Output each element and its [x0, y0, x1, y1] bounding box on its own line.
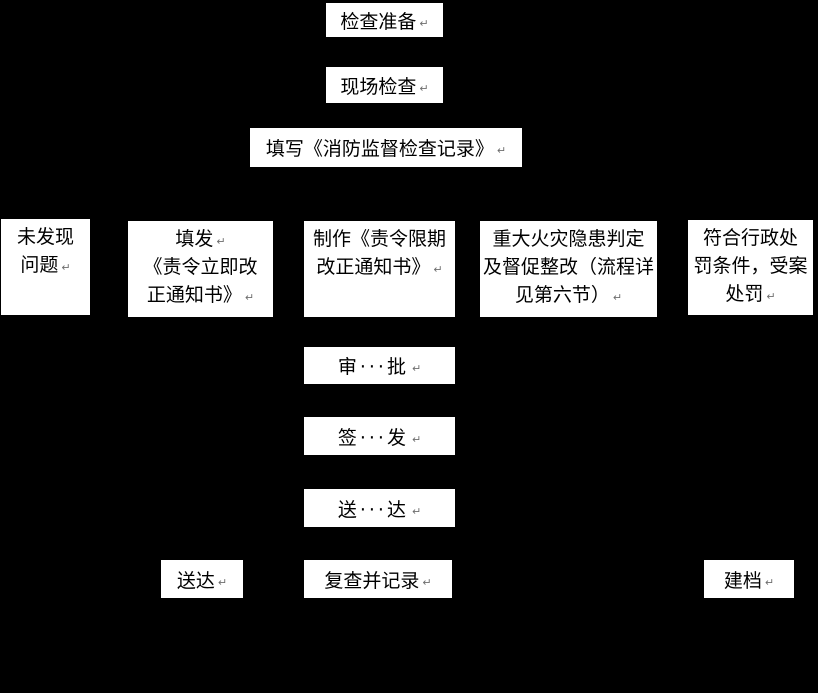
return-mark-icon: ↵ [496, 144, 507, 157]
return-mark-icon: ↵ [612, 291, 623, 304]
return-mark-icon: ↵ [419, 81, 429, 95]
flow-node-admin-penalty-case: 符合行政处 罚条件，受案 处罚↵ [688, 220, 813, 315]
flow-node-major-fire-hazard-determination: 重大火灾隐患判定 及督促整改（流程详 见第六节）↵ [480, 221, 657, 317]
return-mark-icon: ↵ [764, 575, 775, 589]
node-label-line: 制作《责令限期 [312, 228, 446, 250]
node-label: 审···批 [337, 356, 409, 378]
node-label: 送达 [176, 569, 215, 592]
node-label-line: 重大火灾隐患判定 [492, 228, 645, 250]
flow-node-no-problem-found: 未发现 问题↵ [1, 219, 90, 315]
return-mark-icon: ↵ [216, 235, 226, 248]
return-mark-icon: ↵ [61, 261, 71, 274]
flow-node-onsite-inspection: 现场检查↵ [326, 67, 443, 103]
node-label-line: 罚条件，受案 [693, 255, 808, 277]
node-label-line: 未发现 [16, 226, 74, 248]
flow-node-make-deadline-correction-notice: 制作《责令限期 改正通知书》↵ [304, 221, 455, 317]
flow-node-fill-inspection-record: 填写《消防监督检查记录》↵ [250, 128, 522, 167]
node-label: 签···发 [337, 426, 409, 449]
return-mark-icon: ↵ [419, 16, 429, 30]
node-label: 送···达 [337, 498, 409, 521]
flow-node-inspection-preparation: 检查准备↵ [326, 3, 443, 37]
return-mark-icon: ↵ [422, 575, 432, 589]
return-mark-icon: ↵ [411, 504, 422, 518]
return-mark-icon: ↵ [433, 263, 443, 276]
flow-node-deliver: 送···达↵ [304, 489, 455, 527]
node-label: 现场检查 [340, 75, 417, 98]
node-label-line: 符合行政处 [702, 227, 798, 249]
flow-node-recheck-and-record: 复查并记录↵ [304, 560, 452, 598]
node-label-line: 《责令立即改 [143, 256, 258, 278]
flow-node-sign-and-issue: 签···发↵ [304, 417, 455, 455]
node-label-line: 问题↵ [20, 251, 70, 279]
node-label: 检查准备 [340, 10, 417, 33]
return-mark-icon: ↵ [411, 432, 422, 446]
node-label-line: 见第六节）↵ [515, 281, 622, 309]
return-mark-icon: ↵ [244, 291, 255, 304]
node-label-line: 改正通知书》↵ [316, 253, 442, 281]
node-label: 建档 [723, 569, 762, 592]
flow-node-archive: 建档↵ [704, 560, 794, 598]
node-label: 复查并记录 [324, 569, 420, 592]
node-label-line: 及督促整改（流程详 [482, 256, 654, 278]
node-label: 填写《消防监督检查记录》 [265, 138, 494, 160]
flow-node-issue-immediate-correction-notice: 填发↵ 《责令立即改 正通知书》↵ [128, 221, 273, 317]
return-mark-icon: ↵ [766, 290, 776, 303]
node-label-line: 正通知书》↵ [147, 281, 254, 309]
flow-node-delivered: 送达↵ [161, 560, 243, 598]
return-mark-icon: ↵ [217, 575, 228, 589]
node-label-line: 处罚↵ [725, 280, 775, 308]
node-label-line: 填发↵ [175, 225, 225, 253]
flow-node-approve: 审···批↵ [304, 347, 455, 384]
return-mark-icon: ↵ [411, 362, 422, 375]
